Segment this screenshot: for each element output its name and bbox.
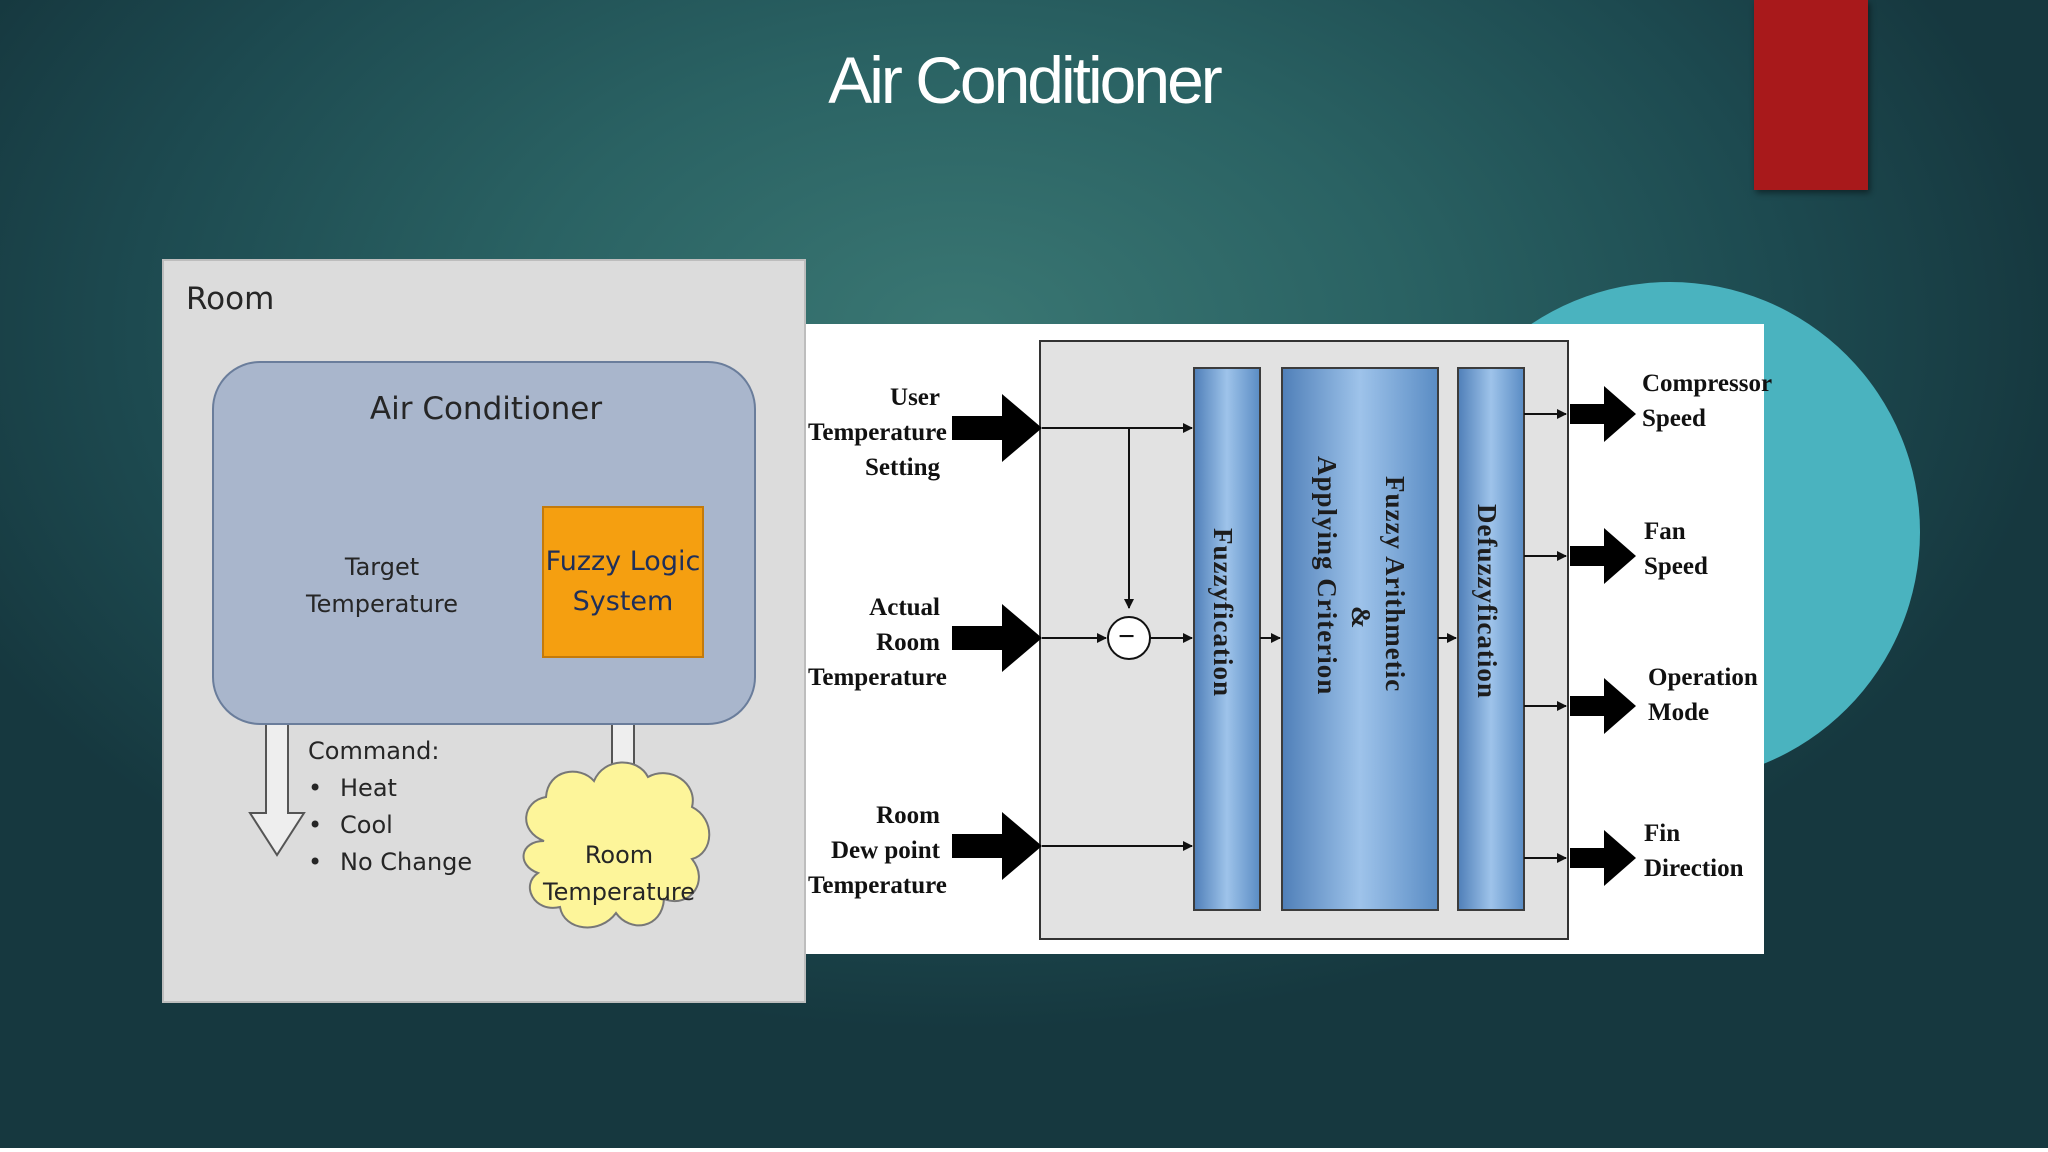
command-item: •No Change (308, 848, 473, 876)
defuzzification-label: Defuzzyfication (1472, 504, 1502, 699)
decorative-red-tab (1754, 0, 1868, 190)
target-line: Target (344, 553, 420, 581)
output-arrow-fan (1570, 528, 1636, 584)
command-item: •Heat (308, 774, 397, 802)
air-conditioner-label: Air Conditioner (369, 391, 603, 427)
fuzzy-arithmetic-block (1281, 367, 1439, 911)
input-arrow-dew-point (952, 812, 1042, 880)
target-temperature-label: Target Temperature (292, 549, 472, 623)
command-list: Command: •Heat •Cool •No Change (308, 733, 472, 881)
input-arrow-user-setting (952, 394, 1042, 462)
room-line: Room (584, 841, 654, 869)
room-temperature-cloud (522, 761, 711, 929)
subtract-symbol: − (1118, 620, 1136, 653)
fuzzy-controller-diagram: − User Temperature Setting Actual Room T… (806, 324, 1772, 954)
fuzzy-logic-system-box: Fuzzy Logic System (542, 506, 704, 658)
defuzzification-block (1457, 367, 1525, 911)
temperature-line: Temperature (542, 878, 696, 906)
input-label-actual-room: Actual Room Temperature (808, 594, 947, 691)
room-temperature-label: Room Temperature (524, 837, 714, 911)
output-label-fin: Fin Direction (1644, 820, 1744, 882)
output-arrow-fin (1570, 830, 1636, 886)
input-arrow-actual-room (952, 604, 1042, 672)
output-label-compressor: Compressor Speed (1642, 370, 1773, 432)
output-arrow-compressor (1570, 386, 1636, 442)
system-line: System (572, 586, 674, 617)
output-label-fan: Fan Speed (1644, 518, 1708, 580)
fuzzy-diagram-shapes (952, 340, 1636, 940)
input-label-dew-point: Room Dew point Temperature (808, 802, 947, 899)
room-diagram: Room Air Conditioner Target Temperature … (162, 259, 806, 1003)
fuzzy-arithmetic-label: Fuzzy Arithmetic&Applying Criterion (1310, 456, 1412, 695)
applying-criterion-line: Applying Criterion (1312, 456, 1342, 696)
room-label: Room (186, 281, 275, 317)
fuzzification-label: Fuzzyfication (1208, 528, 1238, 697)
slide-title: Air Conditioner (828, 43, 1223, 117)
fuzzy-logic-line: Fuzzy Logic (545, 546, 701, 577)
input-label-user-setting: User Temperature Setting (808, 384, 947, 481)
slide-bottom-edge (0, 1148, 2048, 1152)
output-arrow-mode (1570, 678, 1636, 734)
temperature-line: Temperature (305, 590, 459, 618)
fuzzification-block (1193, 367, 1261, 911)
command-label: Command: (308, 737, 440, 765)
output-label-mode: Operation Mode (1648, 664, 1758, 726)
command-item: •Cool (308, 811, 393, 839)
ampersand-line: & (1346, 606, 1376, 630)
fuzzy-arithmetic-line: Fuzzy Arithmetic (1380, 476, 1410, 693)
